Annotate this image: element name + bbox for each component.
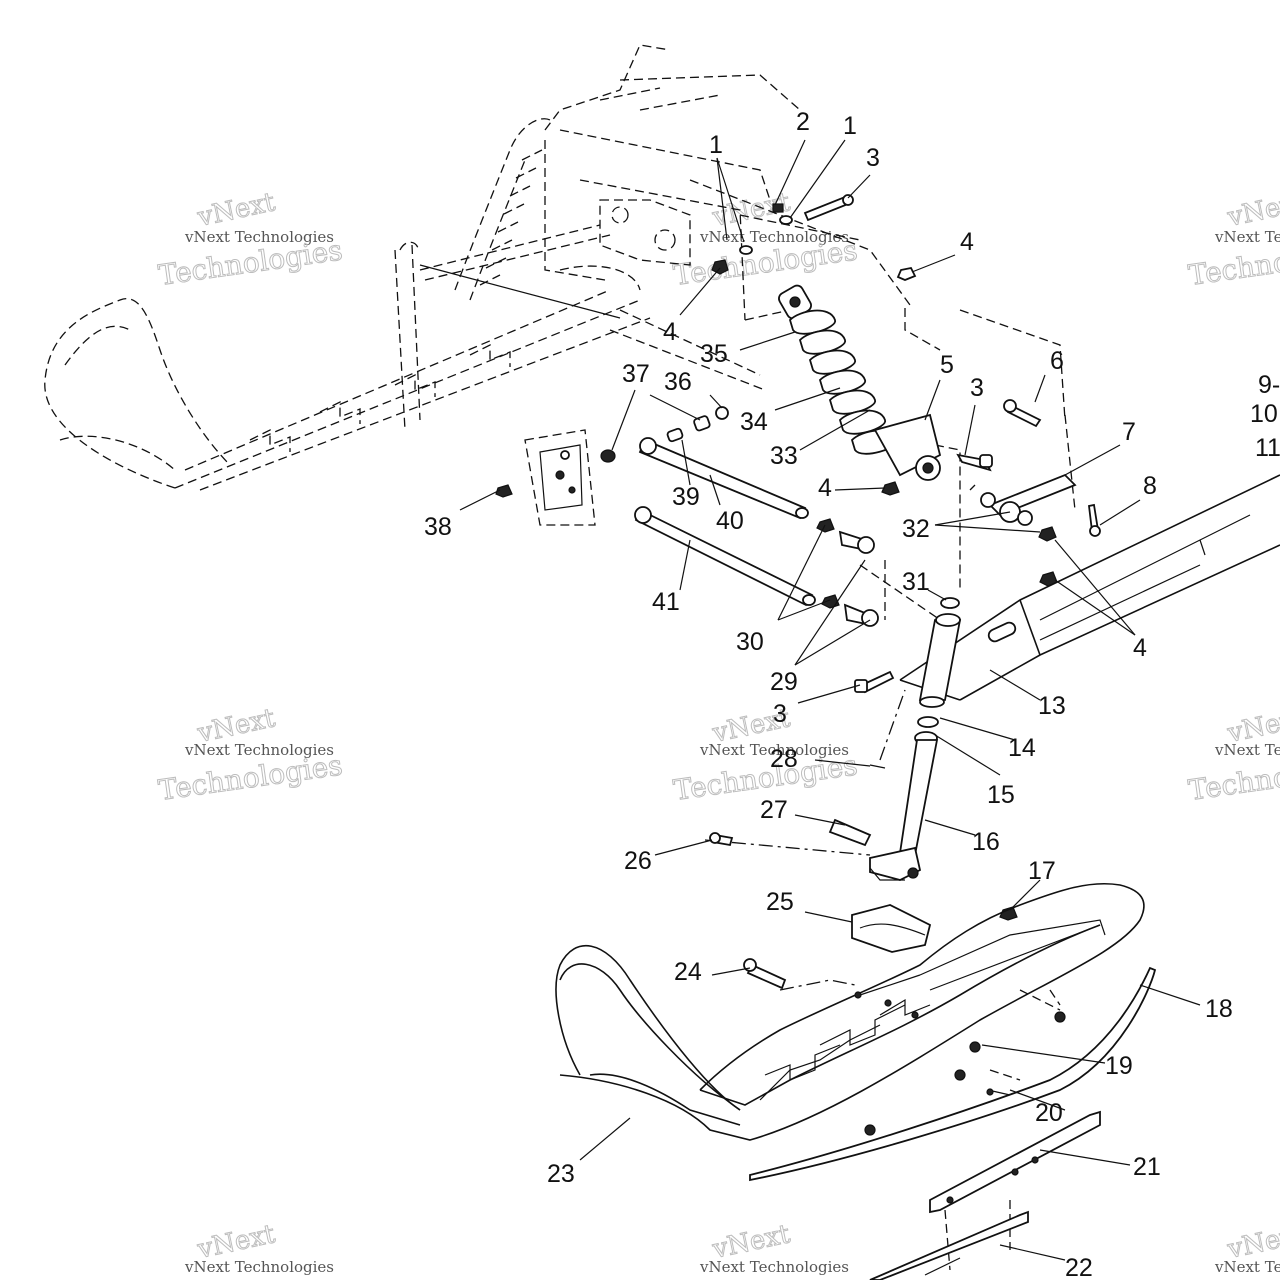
callout-labels: 1 1 2 3 4 4 35 5 6 3 9- 10 11 37 36 34 7… [424,108,1280,1280]
callout-3: 3 [773,700,787,728]
callout-24: 24 [674,958,702,986]
spindle [869,597,962,881]
wear-bar [749,966,1157,1182]
assembly-guide-lines [609,309,1076,1271]
watermark-text: vNext Technologies [1214,741,1280,759]
callout-13: 13 [1038,692,1066,720]
background-frame-dashed [544,44,941,351]
watermark-text: vNext Technologies [1214,1258,1280,1276]
callout-1: 1 [843,112,857,140]
callout-39: 39 [672,483,700,511]
lower-hardware [709,764,1018,990]
callout-25: 25 [766,888,794,916]
callout-14: 14 [1008,734,1036,762]
callout-27: 27 [760,796,788,824]
callout-40: 40 [716,507,744,535]
callout-15: 15 [987,781,1015,809]
watermark-text: vNext Technologies [699,228,849,246]
watermark-topleft: vNext vNext Technologies Technologies [156,187,345,293]
leader-lines [419,139,1201,1261]
watermark-text: vNext Technologies [1214,228,1280,246]
callout-34: 34 [740,408,768,436]
callout-21: 21 [1133,1153,1161,1181]
callout-7: 7 [1122,418,1136,446]
watermark-text: vNext Technologies [184,228,334,246]
callout-37: 37 [622,360,650,388]
watermark-bottomcenter: vNext vNext Technologies [699,1219,849,1276]
callout-5: 5 [940,351,954,379]
callout-10: 10 [1250,400,1278,428]
callout-2: 2 [796,108,810,136]
callout-8: 8 [1143,472,1157,500]
callout-3: 3 [866,144,880,172]
fasteners-upper [711,194,1101,587]
watermark-brand: vNext [194,187,278,233]
callout-9: 9- [1258,371,1280,399]
mounting-plate [524,429,596,526]
callout-30: 30 [736,628,764,656]
right-ski [555,882,1145,1141]
callout-38: 38 [424,513,452,541]
callout-4: 4 [818,474,832,502]
callout-23: 23 [547,1160,575,1188]
callout-6: 6 [1050,347,1064,375]
callout-4: 4 [960,228,974,256]
callout-26: 26 [624,847,652,875]
watermark-midleft: vNext vNext Technologies Technologies [156,703,345,808]
watermark-bottomleft: vNext vNext Technologies [184,1219,334,1276]
callout-41: 41 [652,588,680,616]
watermark-midcenter: vNext vNext Technologies Technologies [671,703,860,808]
watermark-topright: vNext vNext Technologies Technologies [1186,187,1280,293]
callout-31: 31 [902,568,930,596]
watermark-text: vNext Technologies [184,741,334,759]
background-left-ski-dashed [44,118,651,491]
callout-22: 22 [1065,1254,1093,1280]
runner-plates [869,1110,1101,1280]
callout-4: 4 [663,318,677,346]
shock-absorber [778,284,942,481]
watermark-text: vNext Technologies [699,741,849,759]
callout-28: 28 [770,745,798,773]
callout-4: 4 [1133,634,1147,662]
callout-20: 20 [1035,1099,1063,1127]
callout-1: 1 [709,131,723,159]
callout-11: 11 [1255,434,1280,462]
callout-36: 36 [664,368,692,396]
callout-17: 17 [1028,857,1056,885]
watermark-midright: vNext vNext Technologies Technologies [1186,703,1280,808]
watermark-bottomright: vNext vNext Technologies [1214,1219,1280,1276]
watermark-brand: vNext [1224,187,1280,233]
watermark-text: vNext Technologies [699,1258,849,1276]
callout-16: 16 [972,828,1000,856]
watermark-text: vNext Technologies [184,1258,334,1276]
radius-rods [495,406,895,694]
callout-18: 18 [1205,995,1233,1023]
callout-29: 29 [770,668,798,696]
callout-32: 32 [902,515,930,543]
callout-35: 35 [700,340,728,368]
callout-19: 19 [1105,1052,1133,1080]
callout-33: 33 [770,442,798,470]
callout-3: 3 [970,374,984,402]
